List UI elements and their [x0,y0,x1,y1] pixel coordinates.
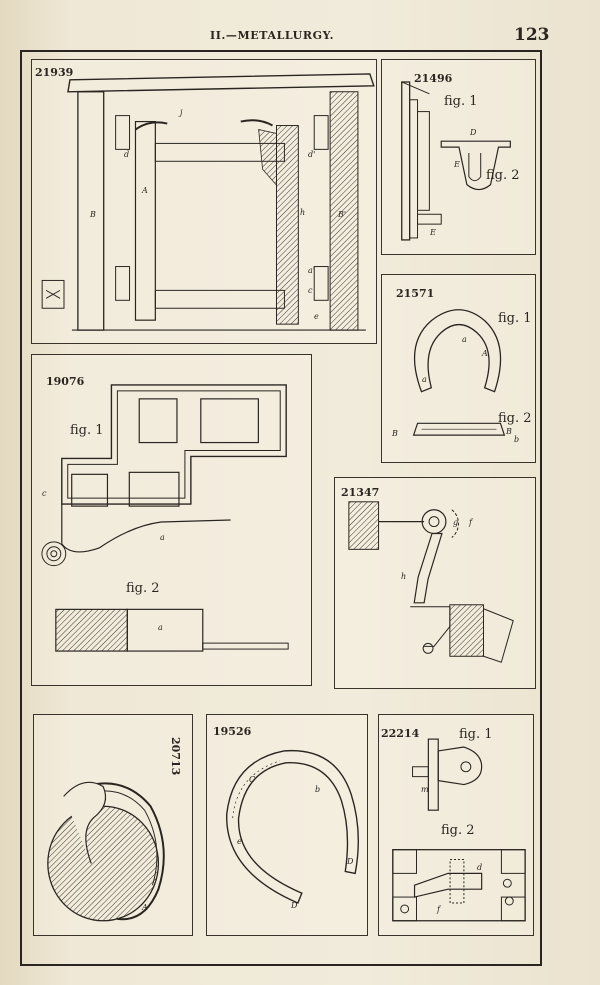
label-E: E [454,160,460,169]
label-a-prime: a' [308,266,315,275]
section-title: II.—METALLURGY. [210,29,335,42]
label-B: B [392,429,398,438]
panel-19076: 19076 fig. 1 fig. 2 c a a [31,354,312,686]
illustration-21496 [401,81,511,241]
label-a-lower: a [422,375,427,384]
label-h: h [300,208,306,217]
panel-21571: 21571 fig. 1 fig. 2 a A a B B b [381,274,536,463]
label-C: C [249,775,256,784]
illustration-21939 [41,73,375,331]
panel-21496: 21496 fig. 1 fig. 2 D E E [381,59,536,255]
label-D-right: D [347,857,354,866]
fig-1-label: fig. 1 [70,423,104,438]
fig-2-label: fig. 2 [486,168,520,183]
panel-21347: 21347 g f h [334,477,536,689]
label-a-fig2: a [158,623,163,632]
page-number: 123 [514,25,550,45]
illustration-21571 [412,309,506,436]
patent-number: 20713 [169,737,182,776]
label-g: g [453,518,459,527]
patent-number: 21496 [414,72,453,85]
label-D: D [470,128,477,137]
illustration-22214 [392,738,526,922]
label-B-prime: B' [338,210,347,219]
fig-2-label: fig. 2 [126,581,160,596]
panel-21939: 21939 A B B' h j d d' a' c e [31,59,377,344]
label-c: c [42,489,47,498]
patent-number: 21939 [35,66,74,79]
label-A: A [142,186,148,195]
label-E-lower: E [430,228,436,237]
fig-1-label: fig. 1 [444,94,478,109]
label-B-right: B [506,427,512,436]
label-j: j [180,108,183,117]
label-A: A [482,349,488,358]
label-d-prime: d' [308,150,316,159]
panel-20713: 20713 A [33,714,193,936]
label-a: a [462,335,467,344]
label-d: d [477,863,483,872]
illustration-19076 [41,384,289,652]
panel-19526: 19526 C b e D D [206,714,368,936]
label-e: e [314,312,319,321]
label-b: b [514,435,520,444]
fig-2-label: fig. 2 [498,411,532,426]
illustration-21347 [348,501,514,663]
label-e: e [237,837,242,846]
label-B: B [90,210,96,219]
label-m: m [421,785,429,794]
running-head: II.—METALLURGY. 123 [0,25,600,46]
label-f: f [469,518,472,527]
fig-1-label: fig. 1 [498,311,532,326]
patent-number: 21347 [341,486,380,499]
patent-number: 22214 [381,727,420,740]
patent-number: 19526 [213,725,252,738]
label-a: a [160,533,165,542]
label-D-bottom: D [291,901,298,910]
label-b: b [315,785,321,794]
label-f: f [437,905,440,914]
label-A: A [142,903,148,912]
patent-number: 19076 [46,375,85,388]
label-c: c [308,286,313,295]
fig-2-label: fig. 2 [441,823,475,838]
label-h: h [401,572,407,581]
label-d: d [124,150,130,159]
panel-22214: 22214 fig. 1 fig. 2 m d f [378,714,534,936]
illustration-19526 [226,749,359,904]
patent-number: 21571 [396,287,435,300]
fig-1-label: fig. 1 [459,727,493,742]
plate-frame: 21939 A B B' h j d d' a' c e 21496 [20,50,542,966]
illustration-20713 [47,781,165,922]
